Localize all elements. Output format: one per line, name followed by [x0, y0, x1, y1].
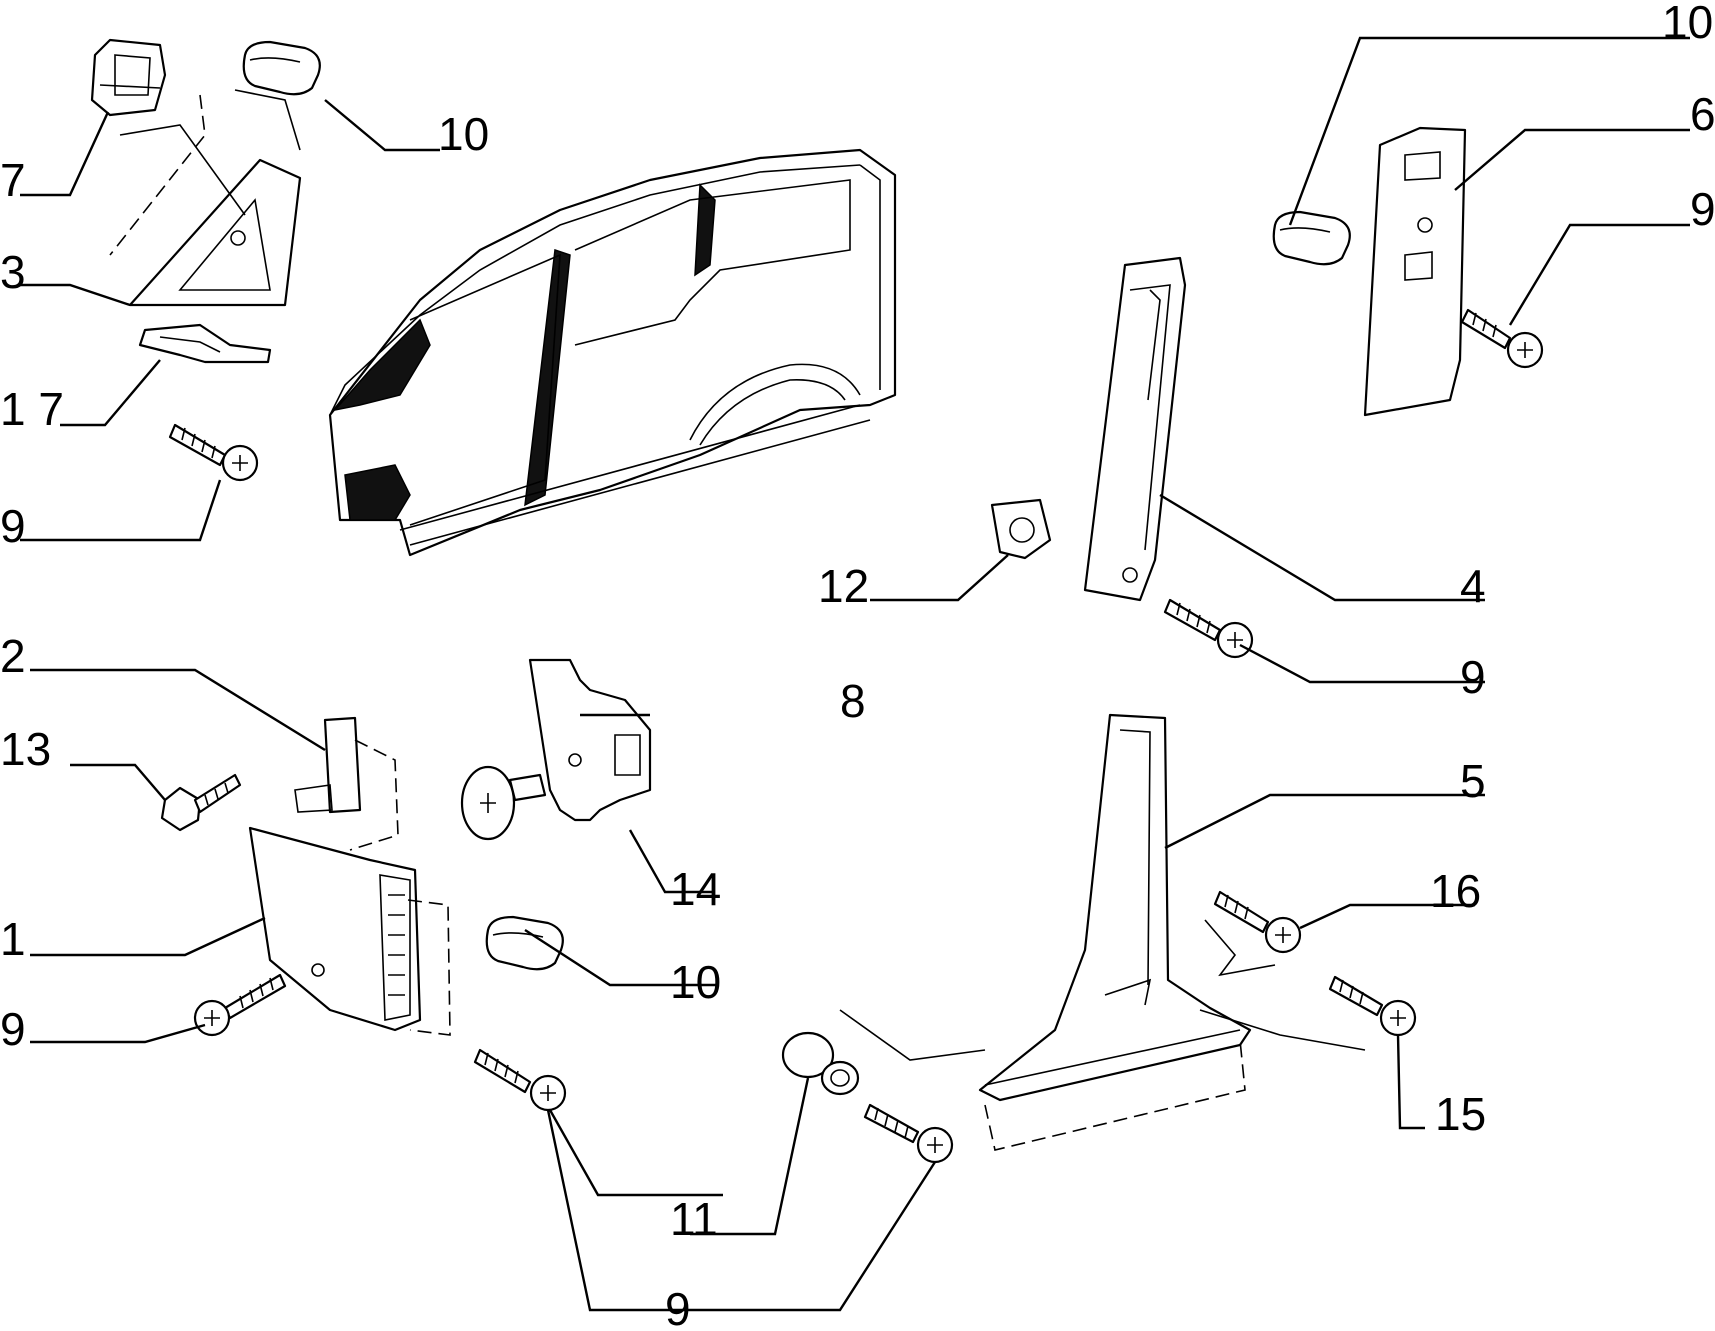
part-9-screw-middle-right [1163, 598, 1254, 659]
callout-8: 8 [840, 675, 866, 727]
part-4-pillar-upper-trim [1083, 256, 1187, 602]
callout-6: 6 [1690, 88, 1715, 140]
part-9-screw-top-right [1460, 308, 1544, 369]
callout-10-top-left: 10 [438, 108, 489, 160]
callout-12: 12 [818, 560, 869, 612]
part-9-screw-bottom-center [863, 1103, 954, 1164]
callout-9-bottom: 9 [665, 1283, 691, 1331]
part-10-plug-top-right [1272, 210, 1351, 266]
part-9-screw-lower-left [193, 973, 287, 1037]
part-13-hex-bolt [160, 773, 242, 832]
part-7-clip [90, 38, 167, 117]
callout-1: 1 [0, 913, 26, 965]
part-9-screw-lower-middle [473, 1048, 567, 1112]
part-14-push-rivet [460, 765, 547, 841]
callout-4: 4 [1460, 560, 1486, 612]
callout-10-top-right: 10 [1662, 0, 1713, 48]
callout-2: 2 [0, 630, 26, 682]
part-5-sill-pillar-trim [839, 713, 1366, 1151]
part-17-bracket [138, 323, 272, 364]
part-9-screw-left [168, 423, 259, 482]
callout-13: 13 [0, 723, 51, 775]
part-11-grommet [781, 1031, 860, 1096]
part-8-plate [528, 658, 652, 822]
callout-9-top-right: 9 [1690, 183, 1715, 235]
callout-9-left: 9 [0, 500, 26, 552]
leader-lines [20, 36, 1690, 1312]
part-3-pillar-trim [109, 89, 302, 307]
callout-9-middle-right: 9 [1460, 651, 1486, 703]
part-1-vent-panel [248, 826, 451, 1036]
callout-5: 5 [1460, 755, 1486, 807]
callout-7: 7 [0, 154, 26, 206]
callout-10-lower: 10 [670, 956, 721, 1008]
callout-15: 15 [1435, 1088, 1486, 1140]
part-2-bracket [294, 716, 399, 851]
part-6-pillar-trim [1363, 126, 1467, 417]
part-15-screw [1328, 975, 1417, 1037]
part-10-plug-top-left [242, 40, 321, 96]
callout-9-lower-left: 9 [0, 1003, 26, 1055]
part-10-plug-lower [485, 915, 564, 971]
callout-16: 16 [1430, 865, 1481, 917]
callout-3: 3 [0, 246, 26, 298]
callout-17: 1 7 [0, 383, 64, 435]
callout-11: 11 [670, 1193, 718, 1245]
part-12-clip-nut [990, 498, 1052, 560]
part-16-screw [1204, 890, 1302, 977]
vehicle-body-side [328, 148, 897, 557]
callout-14: 14 [670, 863, 721, 915]
